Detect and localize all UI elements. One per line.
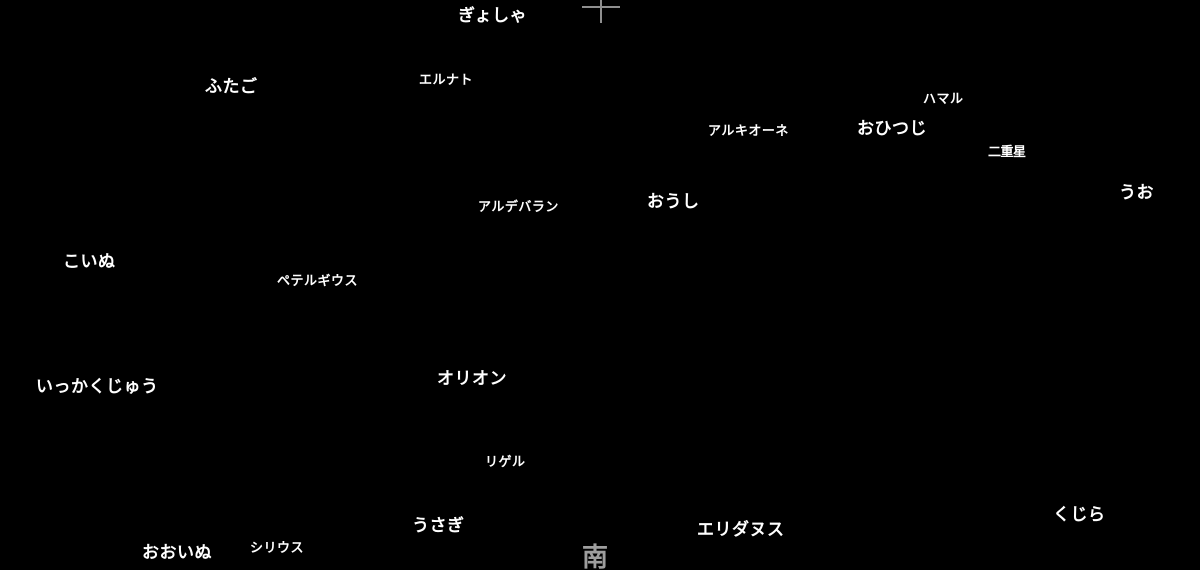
constellation-label-eridanus[interactable]: エリダヌス bbox=[697, 520, 785, 539]
constellation-label-canis-minor[interactable]: こいぬ bbox=[63, 252, 116, 271]
crosshair-vertical-bar bbox=[600, 0, 602, 23]
star-label-hamal[interactable]: ハマル bbox=[923, 91, 964, 106]
constellation-label-canis-major[interactable]: おおいぬ bbox=[142, 543, 212, 562]
star-label-aldebaran[interactable]: アルデバラン bbox=[478, 199, 559, 214]
constellation-label-auriga[interactable]: ぎょしゃ bbox=[458, 6, 528, 25]
constellation-label-monoceros[interactable]: いっかくじゅう bbox=[36, 377, 159, 396]
crosshair-marker bbox=[582, 0, 620, 23]
star-label-alcyone[interactable]: アルキオーネ bbox=[708, 123, 789, 138]
constellation-label-pisces[interactable]: うお bbox=[1119, 183, 1154, 202]
constellation-label-aries[interactable]: おひつじ bbox=[857, 119, 927, 138]
direction-label-south: 南 bbox=[582, 542, 609, 570]
constellation-label-orion[interactable]: オリオン bbox=[437, 369, 507, 388]
constellation-label-cetus[interactable]: くじら bbox=[1053, 505, 1106, 524]
star-label-rigel[interactable]: リゲル bbox=[485, 454, 526, 469]
star-label-sirius[interactable]: シリウス bbox=[250, 540, 305, 555]
feature-label-double-star[interactable]: 二重星 bbox=[988, 144, 1026, 159]
star-label-betelgeuse[interactable]: ペテルギウス bbox=[277, 273, 359, 288]
constellation-label-taurus[interactable]: おうし bbox=[647, 192, 700, 211]
constellation-label-gemini[interactable]: ふたご bbox=[205, 77, 258, 96]
star-label-elnath[interactable]: エルナト bbox=[419, 72, 474, 87]
constellation-label-lepus[interactable]: うさぎ bbox=[412, 516, 465, 535]
